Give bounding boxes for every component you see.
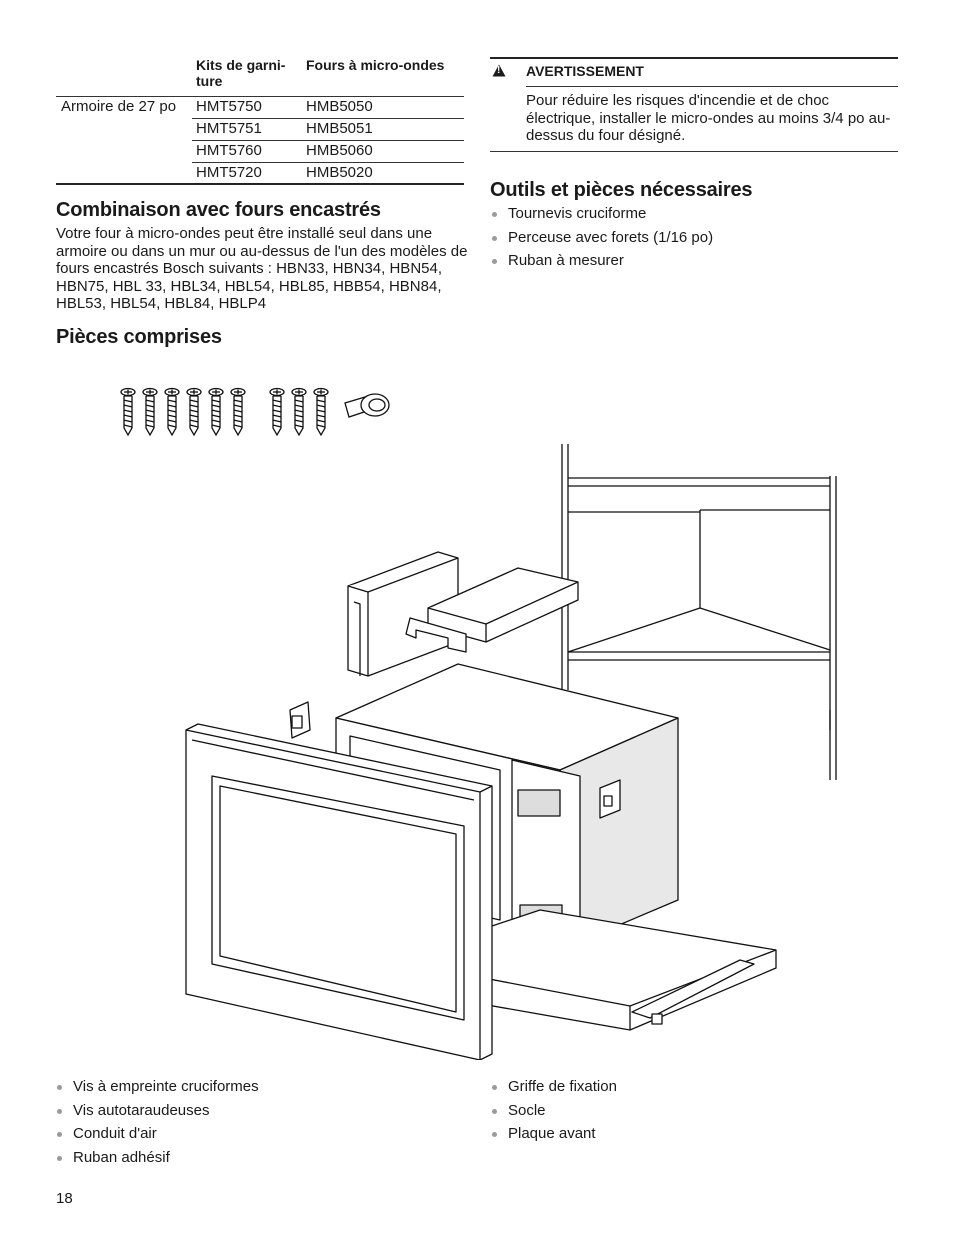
front-trim-drawing xyxy=(185,723,493,1060)
table-cell-kit: HMT5720 xyxy=(196,164,262,181)
warning-title: AVERTISSEMENT xyxy=(526,63,644,79)
table-header-kits: Kits de garni- ture xyxy=(196,57,286,89)
combinaison-heading: Combinaison avec fours encastrés xyxy=(56,199,381,221)
air-duct-drawing xyxy=(347,551,459,677)
list-item: Ruban à mesurer xyxy=(491,251,713,275)
page-number: 18 xyxy=(56,1190,73,1207)
warning-icon: ! xyxy=(492,64,506,82)
pieces-heading: Pièces comprises xyxy=(56,326,222,348)
table-cell-oven: HMB5051 xyxy=(306,120,373,137)
table-bottom-rule xyxy=(56,183,464,185)
screws-illustration xyxy=(120,387,390,436)
table-cell-oven: HMB5050 xyxy=(306,98,373,115)
top-bracket-drawing xyxy=(405,567,579,653)
warning-top-rule xyxy=(490,57,898,59)
warning-title-rule xyxy=(526,86,898,87)
table-row: HMT5751 HMB5051 xyxy=(56,118,464,140)
clip-drawing xyxy=(289,701,311,739)
table-row: Armoire de 27 po HMT5750 HMB5050 xyxy=(56,96,464,118)
table-header-fours: Fours à micro-ondes xyxy=(306,57,445,73)
cabinet-drawing xyxy=(561,444,837,780)
table-cell-kit: HMT5751 xyxy=(196,120,262,137)
table-rule xyxy=(192,162,464,163)
pieces-list-left: Vis à empreinte cruciformes Vis autotara… xyxy=(56,1077,259,1171)
list-item: Griffe de fixation xyxy=(491,1077,617,1101)
installation-illustration xyxy=(185,444,837,1060)
table-cell-oven: HMB5060 xyxy=(306,142,373,159)
pieces-list-right: Griffe de fixation Socle Plaque avant xyxy=(491,1077,617,1148)
table-rule xyxy=(192,140,464,141)
combinaison-text: Votre four à micro-ondes peut être insta… xyxy=(56,225,468,313)
outils-heading: Outils et pièces nécessaires xyxy=(490,179,753,201)
list-item: Vis autotaraudeuses xyxy=(56,1101,259,1125)
list-item: Plaque avant xyxy=(491,1124,617,1148)
list-item: Perceuse avec forets (1/16 po) xyxy=(491,228,713,252)
table-row: HMT5760 HMB5060 xyxy=(56,140,464,162)
table-rule xyxy=(192,118,464,119)
table-rule xyxy=(56,96,464,97)
warning-symbol: ! xyxy=(497,65,501,76)
table-row-label: Armoire de 27 po xyxy=(61,98,177,115)
warning-bottom-rule xyxy=(490,151,898,152)
list-item: Vis à empreinte cruciformes xyxy=(56,1077,259,1101)
table-cell-kit: HMT5750 xyxy=(196,98,262,115)
table-cell-oven: HMB5020 xyxy=(306,164,373,181)
list-item: Socle xyxy=(491,1101,617,1125)
warning-text: Pour réduire les risques d'incendie et d… xyxy=(526,92,891,145)
list-item: Conduit d'air xyxy=(56,1124,259,1148)
table-row: HMT5720 HMB5020 xyxy=(56,162,464,184)
list-item: Tournevis cruciforme xyxy=(491,204,713,228)
list-item: Ruban adhésif xyxy=(56,1148,259,1172)
table-cell-kit: HMT5760 xyxy=(196,142,262,159)
outils-list: Tournevis cruciforme Perceuse avec foret… xyxy=(491,204,713,275)
